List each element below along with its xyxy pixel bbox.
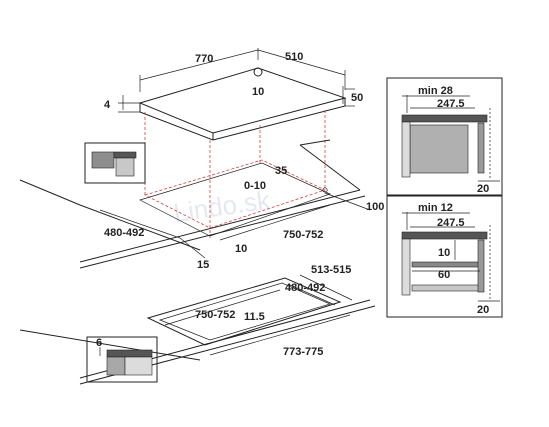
oven-box <box>409 124 469 174</box>
dim-770: 770 <box>195 53 213 65</box>
flush-detail-inset: 6 <box>86 336 158 383</box>
dim-773-775: 773-775 <box>283 346 323 358</box>
worktop-cutout-view: 35 0-10 100 480-492 10 750-752 15 <box>19 139 384 271</box>
dim-line-width <box>139 49 259 81</box>
dim-100: 100 <box>366 201 384 213</box>
side-bottom-depth: 247.5 <box>437 217 465 229</box>
inner-cutout <box>158 282 332 341</box>
dim-510: 510 <box>285 51 303 63</box>
cutout-outline <box>143 159 327 229</box>
side-bottom-gap: 10 <box>438 247 450 259</box>
hob-top-view: 770 510 10 4 50 <box>104 48 363 240</box>
cable-entry-icon <box>253 67 263 77</box>
side-bottom-drawer: 60 <box>438 269 450 281</box>
clip-detail-inset <box>84 142 146 184</box>
side-top-wall: 20 <box>477 183 489 195</box>
rebate-outline <box>146 277 342 346</box>
side-bottom-wall: 20 <box>477 304 489 316</box>
dim-480-492-bottom: 480-492 <box>285 282 325 294</box>
dim-6: 6 <box>96 337 102 349</box>
side-top-min: min 28 <box>418 85 453 97</box>
side-section-oven: min 28 247.5 20 <box>386 77 503 197</box>
hob-edge <box>139 98 346 141</box>
dim-750-752-top: 750-752 <box>283 229 323 241</box>
dim-line-depth <box>257 49 346 76</box>
flush-mount-view: 513-515 480-492 750-752 11.5 773-775 <box>19 264 376 385</box>
dim-10-cable: 10 <box>252 86 264 98</box>
dim-11-5: 11.5 <box>244 311 265 323</box>
dim-480-492-top: 480-492 <box>104 227 144 239</box>
side-bottom-min: min 12 <box>418 202 453 214</box>
hob-surface <box>138 67 347 134</box>
side-section-drawer: min 12 247.5 10 60 20 <box>386 194 503 318</box>
dim-4: 4 <box>104 99 111 111</box>
dim-50: 50 <box>351 92 363 104</box>
dim-750-752-bottom: 750-752 <box>195 309 235 321</box>
dim-35: 35 <box>275 165 287 177</box>
dim-10-front: 10 <box>235 243 247 255</box>
dim-513-515: 513-515 <box>311 264 351 276</box>
side-top-depth: 247.5 <box>437 98 465 110</box>
dim-15: 15 <box>197 259 209 271</box>
dim-0-10: 0-10 <box>244 180 266 192</box>
drawer-panel <box>411 261 481 268</box>
